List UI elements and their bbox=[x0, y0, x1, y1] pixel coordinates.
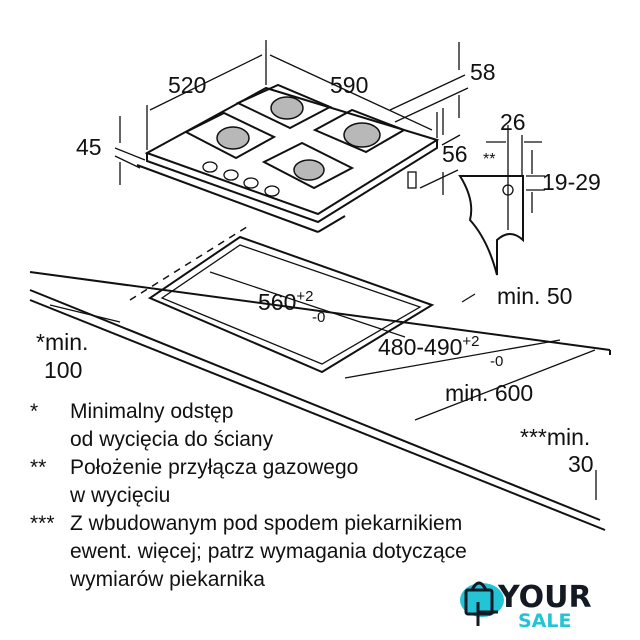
hob-dimension-lines bbox=[114, 40, 469, 195]
dim-cutout-width-tol-minus: -0 bbox=[312, 309, 325, 326]
dim-depth: 520 bbox=[168, 72, 206, 98]
connector-marker: ** bbox=[483, 151, 495, 168]
dim-min-below-value: 30 bbox=[568, 451, 594, 477]
logo-text-sale: SALE bbox=[518, 610, 571, 632]
dim-cutout-depth-tol-minus: -0 bbox=[490, 353, 503, 370]
burner-front-left bbox=[216, 126, 250, 150]
hob-edge bbox=[146, 140, 438, 224]
dim-width: 590 bbox=[330, 72, 368, 98]
burner-rear-left bbox=[270, 96, 304, 120]
dim-min-worktop: min. 600 bbox=[445, 380, 533, 406]
note-1-line-2: od wycięcia do ściany bbox=[70, 428, 274, 451]
dim-front-height: 56 bbox=[442, 141, 468, 167]
dim-cutout-depth: 480-490+2 bbox=[378, 333, 480, 360]
dim-height-rear: 58 bbox=[470, 59, 496, 85]
dim-min-below-label: ***min. bbox=[520, 424, 590, 450]
note-2-line-2: w wycięciu bbox=[69, 484, 170, 507]
footnotes: * Minimalny odstęp od wycięcia do ściany… bbox=[30, 400, 467, 591]
worktop-drawing bbox=[29, 224, 611, 531]
burner-front-right bbox=[293, 159, 325, 181]
dim-min-rear: min. 50 bbox=[497, 283, 572, 309]
note-3-line-2: ewent. więcej; patrz wymagania dotyczące bbox=[70, 540, 467, 563]
note-1-marker: * bbox=[30, 400, 38, 423]
dim-connector-height: 19-29 bbox=[542, 169, 601, 195]
note-1-line-1: Minimalny odstęp bbox=[70, 400, 233, 423]
logo-text-your: YOUR bbox=[497, 580, 592, 615]
dim-height-front: 45 bbox=[76, 134, 102, 160]
gas-connector bbox=[407, 171, 417, 189]
yoursale-logo: YOUR SALE bbox=[460, 580, 592, 632]
dim-min-side-label: *min. bbox=[36, 329, 88, 355]
note-3-line-1: Z wbudowanym pod spodem piekarnikiem bbox=[70, 512, 462, 535]
note-3-line-3: wymiarów piekarnika bbox=[69, 568, 265, 591]
note-3-marker: *** bbox=[30, 512, 55, 535]
note-2-marker: ** bbox=[30, 456, 46, 479]
connector-detail bbox=[458, 125, 545, 276]
dim-connector-offset: 26 bbox=[500, 109, 526, 135]
hob-drawing bbox=[136, 83, 440, 233]
hand-icon bbox=[476, 602, 498, 626]
dim-cutout-width: 560+2 bbox=[258, 288, 313, 315]
control-knobs bbox=[202, 161, 280, 197]
note-2-line-1: Położenie przyłącza gazowego bbox=[70, 456, 358, 479]
cutout bbox=[147, 235, 435, 374]
dim-min-side-value: 100 bbox=[44, 357, 82, 383]
burner-rear-right bbox=[343, 122, 381, 148]
